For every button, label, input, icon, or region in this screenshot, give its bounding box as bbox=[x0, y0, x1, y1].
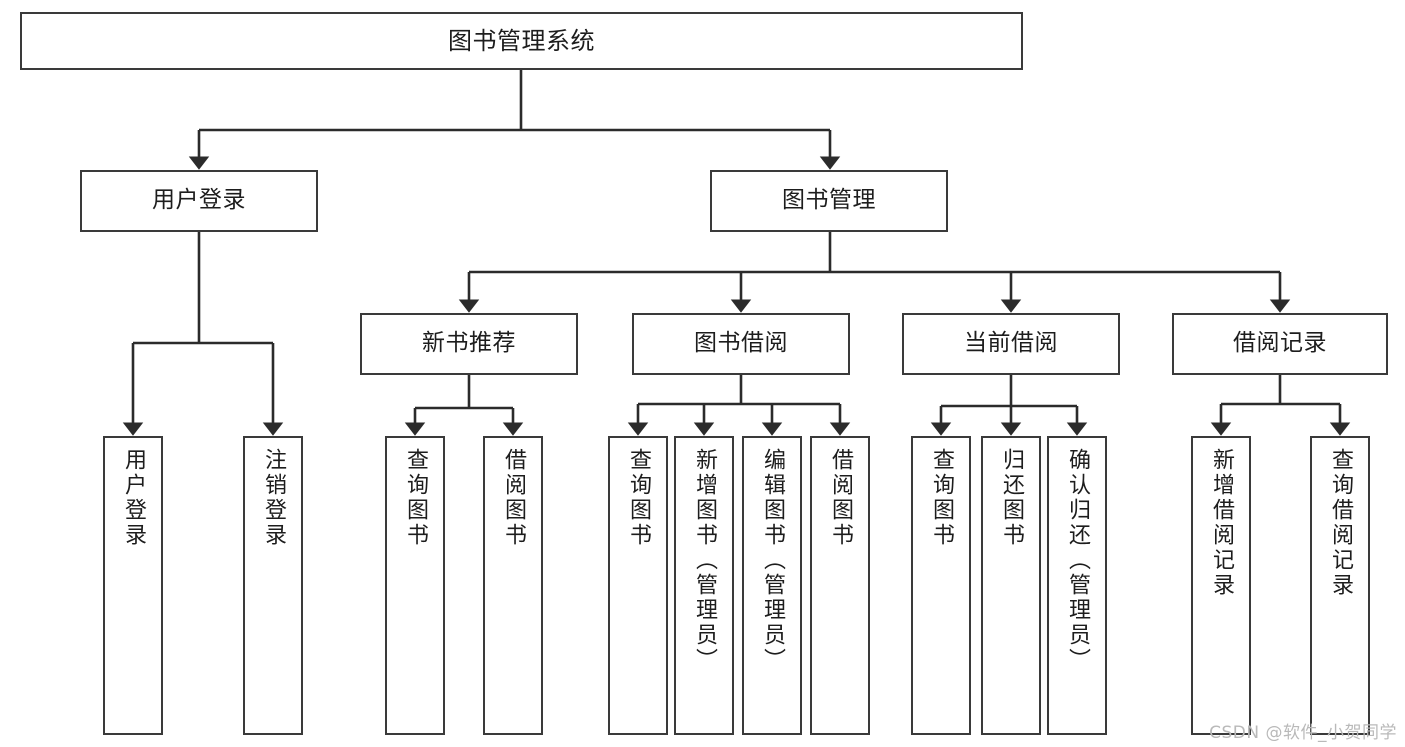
node-label: 图书管理 bbox=[782, 187, 876, 214]
node-label: 查询图书 bbox=[626, 448, 651, 548]
leaf-current-confirm-return-admin[interactable]: 确认归还（管理员） bbox=[1047, 436, 1107, 735]
node-label: 注销登录 bbox=[261, 448, 286, 548]
node-label: 查询借阅记录 bbox=[1328, 448, 1353, 598]
node-label: 编辑图书（管理员） bbox=[760, 448, 785, 673]
node-label: 新增借阅记录 bbox=[1209, 448, 1234, 598]
node-label: 图书借阅 bbox=[694, 330, 788, 357]
node-label: 归还图书 bbox=[999, 448, 1024, 548]
node-label: 新增图书（管理员） bbox=[692, 448, 717, 673]
node-label: 用户登录 bbox=[152, 187, 246, 214]
node-current-borrow[interactable]: 当前借阅 bbox=[902, 313, 1120, 375]
node-label: 确认归还（管理员） bbox=[1065, 448, 1090, 673]
csdn-watermark: CSDN @软件_小贺同学 bbox=[1209, 723, 1397, 743]
node-label: 借阅记录 bbox=[1233, 330, 1327, 357]
leaf-user-login-signin[interactable]: 用户登录 bbox=[103, 436, 163, 735]
node-new-book-recommend[interactable]: 新书推荐 bbox=[360, 313, 578, 375]
node-label: 图书管理系统 bbox=[448, 26, 595, 55]
leaf-recommend-borrow-book[interactable]: 借阅图书 bbox=[483, 436, 543, 735]
node-label: 用户登录 bbox=[121, 448, 146, 548]
leaf-recommend-query-book[interactable]: 查询图书 bbox=[385, 436, 445, 735]
leaf-current-return-book[interactable]: 归还图书 bbox=[981, 436, 1041, 735]
leaf-current-query-book[interactable]: 查询图书 bbox=[911, 436, 971, 735]
leaf-record-query-record[interactable]: 查询借阅记录 bbox=[1310, 436, 1370, 735]
node-user-login[interactable]: 用户登录 bbox=[80, 170, 318, 232]
node-label: 借阅图书 bbox=[501, 448, 526, 548]
leaf-record-add-record[interactable]: 新增借阅记录 bbox=[1191, 436, 1251, 735]
node-label: 查询图书 bbox=[403, 448, 428, 548]
leaf-borrow-add-book-admin[interactable]: 新增图书（管理员） bbox=[674, 436, 734, 735]
node-label: 新书推荐 bbox=[422, 330, 516, 357]
node-book-borrow[interactable]: 图书借阅 bbox=[632, 313, 850, 375]
leaf-borrow-borrow-book[interactable]: 借阅图书 bbox=[810, 436, 870, 735]
node-root-system[interactable]: 图书管理系统 bbox=[20, 12, 1023, 70]
node-label: 借阅图书 bbox=[828, 448, 853, 548]
leaf-user-login-signout[interactable]: 注销登录 bbox=[243, 436, 303, 735]
leaf-borrow-edit-book-admin[interactable]: 编辑图书（管理员） bbox=[742, 436, 802, 735]
node-book-management[interactable]: 图书管理 bbox=[710, 170, 948, 232]
node-label: 当前借阅 bbox=[964, 330, 1058, 357]
node-borrow-record[interactable]: 借阅记录 bbox=[1172, 313, 1388, 375]
node-label: 查询图书 bbox=[929, 448, 954, 548]
leaf-borrow-query-book[interactable]: 查询图书 bbox=[608, 436, 668, 735]
